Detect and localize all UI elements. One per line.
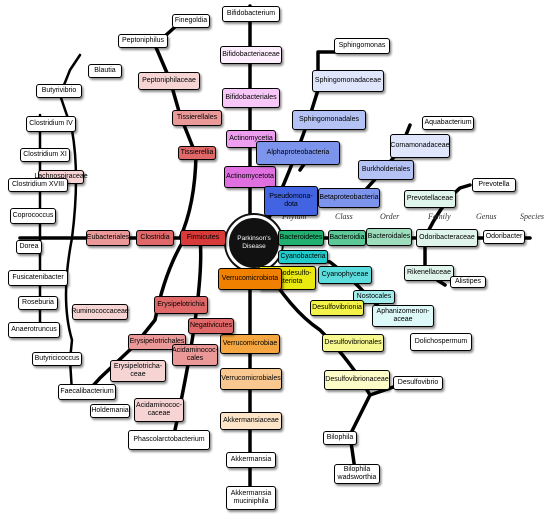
taxon-node-erysipelotrichia: Erysipelotrichia xyxy=(154,296,208,314)
taxon-node-sphingomonas: Sphingomonas xyxy=(334,38,390,54)
taxon-node-firmicutes: Firmicutes xyxy=(180,230,226,246)
taxon-node-dorea: Dorea xyxy=(16,240,42,254)
taxon-node-akkermansiaceae: Akkermansiaceae xyxy=(220,412,282,430)
taxon-node-clostridium-xi: Clostridium XI xyxy=(20,148,70,162)
taxon-node-rikenellaceae: Rikenellaceae xyxy=(404,265,454,281)
taxon-node-bacteroidales: Bacteroidales xyxy=(366,228,412,246)
taxon-node-peptoniphilaceae: Peptoniphilaceae xyxy=(138,72,200,90)
taxon-node-butyricicoccus: Butyricicoccus xyxy=(32,352,82,366)
taxon-node-pseudomonadota: Pseudomona- dota xyxy=(264,186,318,216)
taxon-node-anaerotruncus: Anaerotruncus xyxy=(8,322,60,338)
taxon-node-prevotella: Prevotella xyxy=(472,178,516,192)
taxon-node-acidaminococcales: Acidaminococ- cales xyxy=(172,344,218,366)
taxon-node-bifidobacteriales: Bifidobacteriales xyxy=(222,88,280,108)
taxon-node-finegoldia: Finegoldia xyxy=(172,14,210,28)
taxon-node-desulfovibrionales: Desulfovibrionales xyxy=(322,334,384,352)
taxon-node-tissierellia: Tissierellia xyxy=(178,146,216,160)
taxon-node-betaproteobacteria: Betaproteobacteria xyxy=(318,188,380,208)
rank-label-order: Order xyxy=(380,212,400,221)
taxon-node-erysipelotrichales: Erysipelotrichales xyxy=(128,334,186,350)
taxon-node-desulfovibrionia: Desulfovibrionia xyxy=(310,300,364,316)
taxon-node-comamonadaceae: Comamonadaceae xyxy=(390,134,450,158)
taxon-node-fusicatenibacter: Fusicatenibacter xyxy=(8,270,68,286)
taxon-node-bifidobacterium: Bifidobacterium xyxy=(222,6,280,22)
taxon-node-clostridium-iv: Clostridium IV xyxy=(26,116,76,132)
taxon-node-faecalibacterium: Faecalibacterium xyxy=(58,384,116,400)
taxon-node-ruminococcaceae: Ruminococcaceae xyxy=(71,304,129,320)
taxon-node-cyanophyceae: Cyanophyceae xyxy=(318,266,372,284)
taxon-node-aquabacterium: Aquabacterium xyxy=(422,116,474,130)
taxon-node-verrucomicrobiales: Verrucomicrobiales xyxy=(220,368,282,390)
taxon-node-coprococcus: Coprococcus xyxy=(10,208,56,224)
rank-label-species: Species xyxy=(520,212,544,221)
taxon-node-sphingomonadales: Sphingomonadales xyxy=(292,110,366,130)
taxon-node-odoribacter: Odoribacter xyxy=(483,230,525,244)
taxon-node-verrucomicrobiae: Verrucomicrobiae xyxy=(220,334,280,354)
taxon-node-akkermansia-muciniphila: Akkermansia muciniphila xyxy=(226,486,276,510)
taxon-node-prevotellaceae: Prevotellaceae xyxy=(404,190,456,208)
taxon-node-holdemania: Holdemania xyxy=(90,404,130,418)
rank-label-family: Family xyxy=(428,212,451,221)
taxon-node-desulfovibrio: Desulfovibrio xyxy=(393,376,443,390)
taxon-node-odoribacteraceae: Odoribacteraceae xyxy=(416,229,478,247)
taxon-node-butyrivibrio: Butyrivibrio xyxy=(36,84,82,98)
taxon-node-actinomycetota: Actinomycetota xyxy=(224,166,276,188)
taxon-node-burkholderiales: Burkholderiales xyxy=(358,160,414,180)
taxon-node-eubacteriales: Eubacteriales xyxy=(86,230,130,246)
taxon-node-akkermansia: Akkermansia xyxy=(226,452,276,468)
taxon-node-acidaminococcaceae: Acidaminococ- caceae xyxy=(134,398,184,422)
taxon-node-cyanobacteria: Cyanobacteria xyxy=(278,250,328,264)
taxon-node-bacteroidia: Bacteroidia xyxy=(328,230,366,246)
taxon-node-phascolarctobacterium: Phascolarctobacterium xyxy=(128,430,210,450)
rank-label-genus: Genus xyxy=(476,212,497,221)
taxon-node-desulfovibrionaceae: Desulfovibrionaceae xyxy=(324,370,390,390)
taxon-node-clostridia: Clostridia xyxy=(136,230,174,246)
rank-label-phylum: Phylum xyxy=(282,212,307,221)
parkinsons-disease-hub: Parkinson's Disease xyxy=(226,215,282,271)
taxon-node-erysipelotrichaceae: Erysipelotricha- ceae xyxy=(110,360,166,382)
taxon-node-dolichospermum: Dolichospermum xyxy=(410,333,472,351)
taxon-node-aphanizomenonaceae: Aphanizomenon- aceae xyxy=(372,305,434,327)
rank-label-class: Class xyxy=(335,212,353,221)
taxon-node-verrucomicrobiota: Verrucomicrobiota xyxy=(218,268,282,290)
taxon-node-alphaproteobacteria: Alphaproteobacteria xyxy=(256,141,340,165)
taxon-node-clostridium-xviii: Clostridium XVIII xyxy=(8,178,68,192)
taxon-node-roseburia: Roseburia xyxy=(18,296,58,310)
taxon-node-sphingomonadaceae: Sphingomonadaceae xyxy=(312,70,384,92)
taxon-node-peptoniphilus: Peptoniphilus xyxy=(118,34,168,48)
taxon-node-tissierellales: Tissierellales xyxy=(172,110,222,126)
taxon-node-bifidobacteriaceae: Bifidobacteriaceae xyxy=(220,46,282,64)
taxon-node-blautia: Blautia xyxy=(88,64,122,78)
taxon-node-negativicutes: Negativicutes xyxy=(188,318,234,334)
taxon-node-bilophila: Bilophila xyxy=(323,431,357,445)
taxon-node-bilophila-wadsworthia: Bilophila wadsworthia xyxy=(334,464,380,484)
taxon-node-alistipes: Alistipes xyxy=(450,276,486,288)
taxon-node-bacteroidetes: Bacteroidetes xyxy=(278,230,324,246)
